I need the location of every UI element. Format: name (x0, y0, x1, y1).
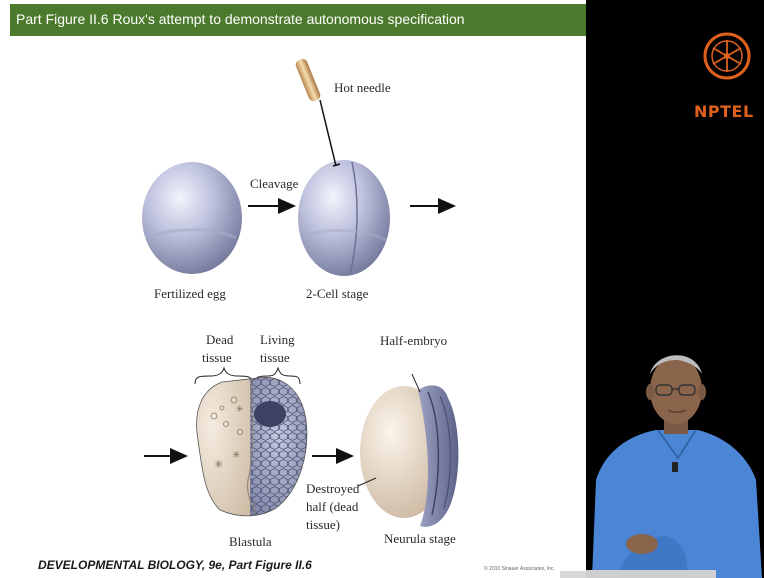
slide: Part Figure II.6 Roux's attempt to demon… (0, 0, 586, 578)
copyright-credit: © 2010 Sinauer Associates, Inc. (484, 566, 555, 572)
dead-tissue-label-line2: tissue (202, 350, 232, 365)
blastula-label: Blastula (229, 534, 272, 549)
nptel-logo-text: NPTEL (694, 102, 754, 121)
hot-needle (294, 57, 340, 166)
svg-text:✳: ✳ (232, 450, 240, 461)
destroyed-half-label-line2: half (dead (306, 499, 359, 514)
citation-figure-ref: , 9e, Part Figure II.6 (202, 558, 312, 572)
citation-book-title: DEVELOPMENTAL BIOLOGY (38, 558, 202, 572)
destroyed-half-label-line3: tissue) (306, 517, 340, 532)
half-embryo-neurula (358, 374, 458, 527)
hot-needle-label: Hot needle (334, 80, 391, 95)
figure-citation: DEVELOPMENTAL BIOLOGY, 9e, Part Figure I… (38, 558, 312, 572)
fertilized-egg (142, 162, 242, 274)
blastula: ✳ ✳ ✳ (190, 370, 320, 530)
svg-text:✳: ✳ (236, 404, 244, 414)
dead-tissue-label-line1: Dead (206, 332, 234, 347)
presenter-video (586, 330, 764, 578)
two-cell-embryo (298, 160, 390, 276)
slide-title: Part Figure II.6 Roux's attempt to demon… (16, 11, 465, 27)
destroyed-half-label-line1: Destroyed (306, 481, 360, 496)
living-tissue-label-line2: tissue (260, 350, 290, 365)
two-cell-stage-label: 2-Cell stage (306, 286, 369, 301)
cleavage-label: Cleavage (250, 176, 299, 191)
living-tissue-label-line1: Living (260, 332, 295, 347)
slide-title-bar: Part Figure II.6 Roux's attempt to demon… (10, 4, 586, 36)
fertilized-egg-label: Fertilized egg (154, 286, 226, 301)
neurula-stage-label: Neurula stage (384, 531, 456, 546)
video-pane: NPTEL (586, 0, 764, 578)
half-embryo-label: Half-embryo (380, 333, 447, 348)
svg-text:✳: ✳ (214, 459, 223, 471)
roux-experiment-diagram: ✳ ✳ ✳ Hot needle Cleavage Fertilized egg… (0, 36, 586, 556)
nptel-logo-icon (702, 18, 752, 94)
